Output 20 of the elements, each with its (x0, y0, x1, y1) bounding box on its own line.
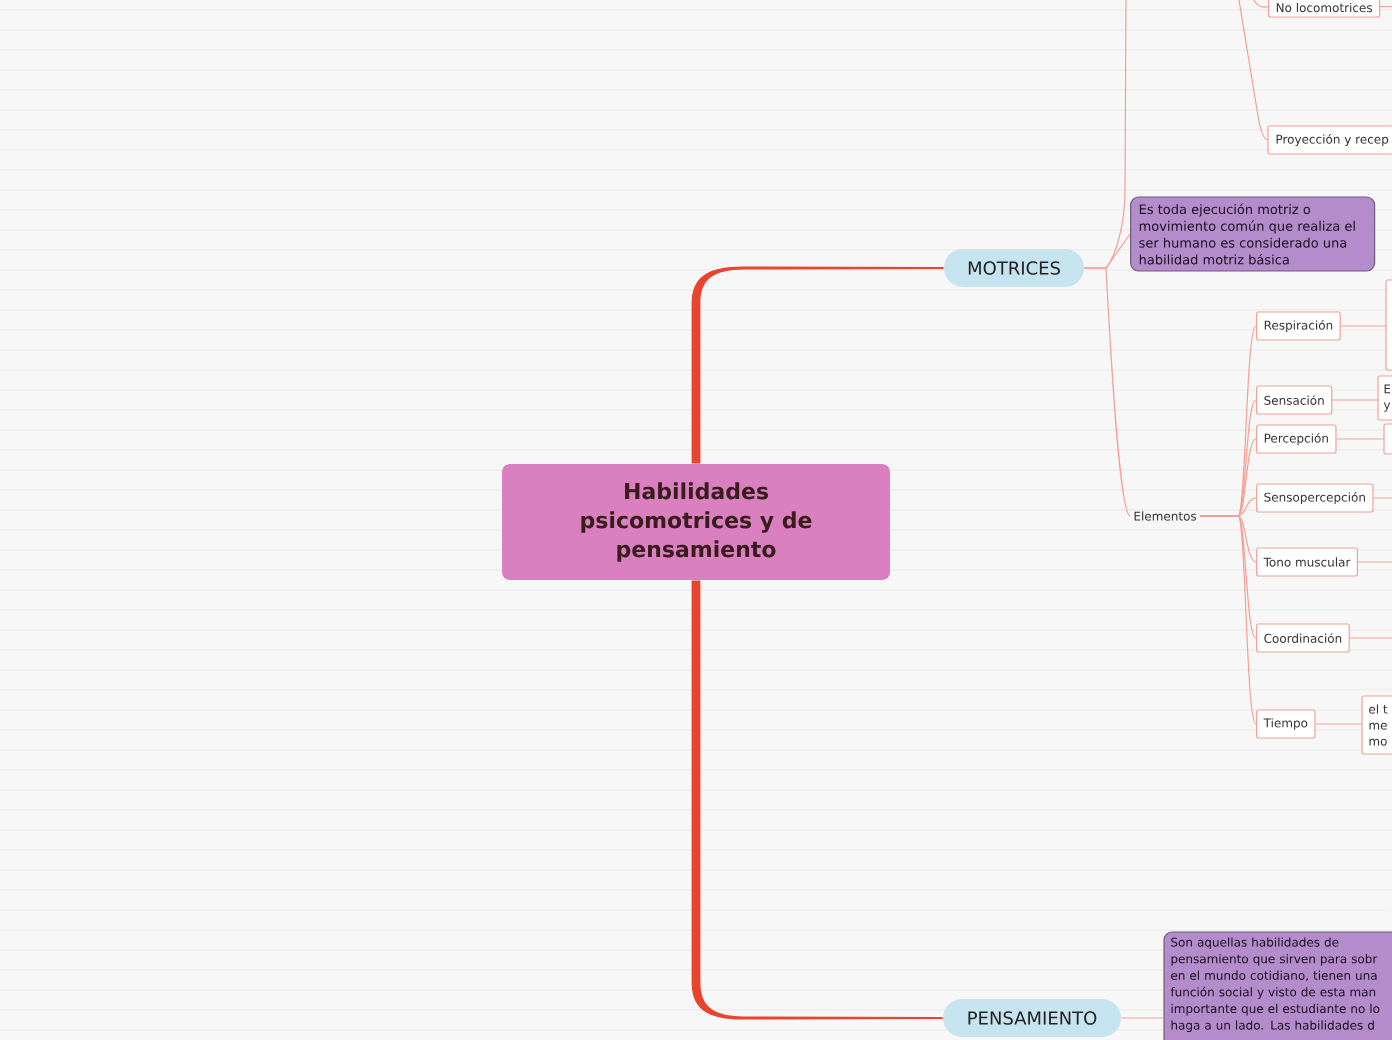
branch-line (1237, 0, 1269, 141)
branch-line (1083, 267, 1131, 517)
subtopic-box (1383, 423, 1392, 455)
branch-line (1357, 561, 1392, 563)
branch-line (1251, 0, 1269, 8)
branch-line (1340, 325, 1387, 327)
branch-line (1335, 438, 1385, 440)
branch-line (1314, 723, 1363, 725)
topic-pill: MOTRICES (944, 249, 1084, 287)
trunk-line (691, 266, 944, 464)
branch-line (1120, 1017, 1165, 1019)
topic-pill: PENSAMIENTO (943, 999, 1121, 1037)
central-topic-box: Habilidades psicomotrices y de pensamiento (502, 464, 890, 580)
trunk-line (691, 580, 943, 1020)
branch-line (1349, 637, 1392, 639)
branch-line (1379, 5, 1392, 8)
subtopic-box (1385, 279, 1392, 371)
branch-line (1331, 399, 1379, 401)
branch-line (1372, 497, 1392, 499)
branch-line (1199, 515, 1257, 725)
